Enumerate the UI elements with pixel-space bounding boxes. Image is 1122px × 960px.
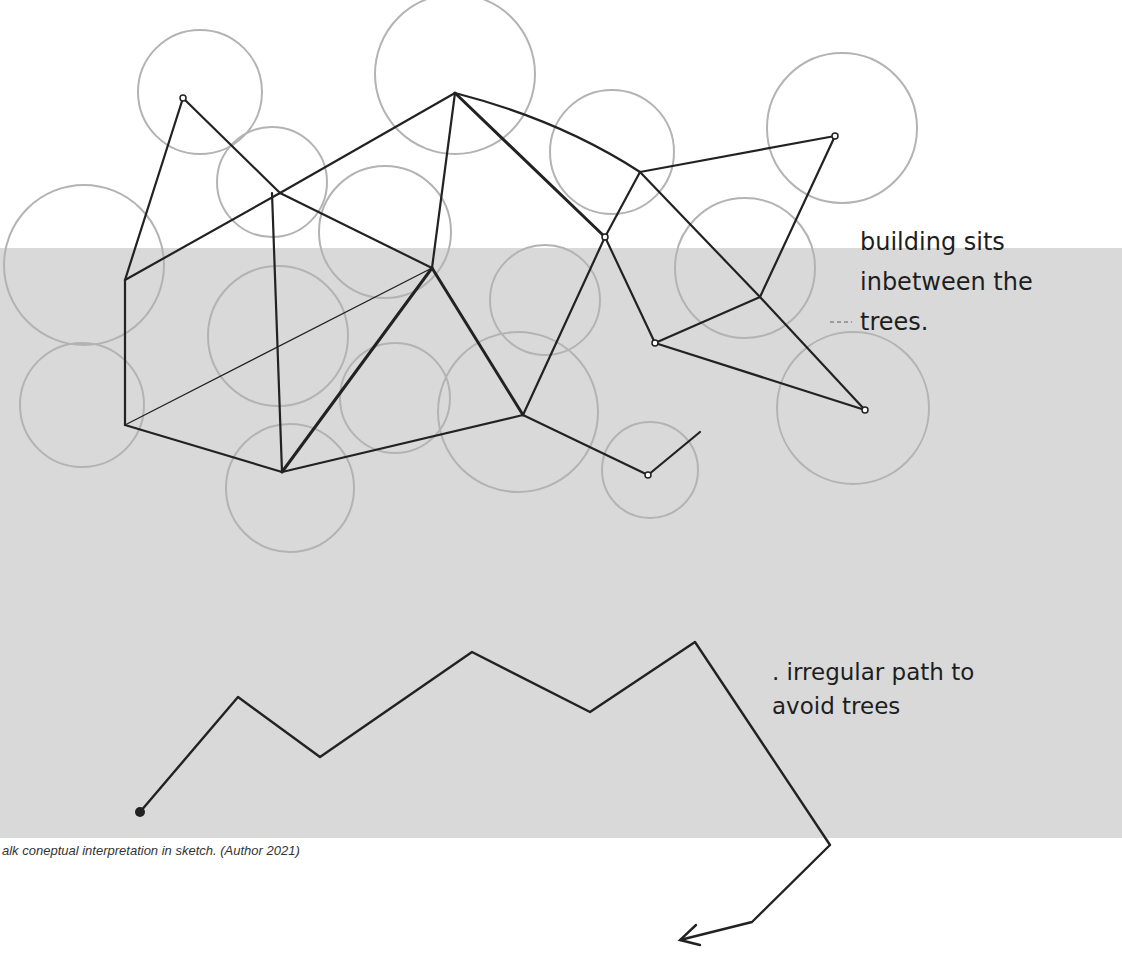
plan-line: [455, 93, 640, 172]
path-start-dot: [135, 807, 145, 817]
plan-line: [760, 136, 835, 297]
plan-line: [640, 172, 760, 297]
plan-line: [605, 172, 640, 237]
figure-caption: alk coneptual interpretation in sketch. …: [2, 843, 300, 858]
tree-circle: [226, 424, 354, 552]
plan-line: [648, 432, 700, 475]
plan-line: [272, 193, 282, 472]
plan-line: [282, 415, 523, 472]
plan-vertex: [832, 133, 838, 139]
plan-vertex: [862, 407, 868, 413]
tree-circle: [319, 166, 451, 298]
plan-vertex: [180, 95, 186, 101]
plan-line: [125, 268, 432, 425]
grey-band: [0, 248, 1122, 838]
plan-line: [523, 237, 605, 415]
plan-line: [125, 425, 282, 472]
plan-line: [183, 98, 280, 193]
leader-line: [830, 321, 852, 323]
plan-line: [125, 193, 280, 280]
plan-line: [455, 93, 605, 237]
tree-circle: [602, 422, 698, 518]
sketch-note: . irregular path to avoid trees: [772, 655, 1007, 723]
plan-vertex: [645, 472, 651, 478]
tree-circle: [438, 332, 598, 492]
tree-circle: [767, 53, 917, 203]
plan-line: [605, 237, 655, 343]
plan-line: [124, 280, 126, 425]
tree-circle: [675, 198, 815, 338]
plan-vertex: [602, 234, 608, 240]
plan-line: [432, 93, 455, 268]
plan-line: [655, 297, 760, 343]
plan-line: [280, 193, 432, 268]
plan-line: [432, 268, 523, 415]
tree-circle: [375, 0, 535, 154]
tree-circle: [550, 90, 674, 214]
path-zigzag: [140, 642, 830, 940]
sketch-note: building sits inbetween the trees.: [860, 222, 1040, 342]
plan-line: [655, 343, 865, 410]
tree-circle: [4, 185, 164, 345]
tree-circle: [777, 332, 929, 484]
plan-line: [640, 136, 835, 172]
tree-circle: [490, 245, 600, 355]
plan-vertex: [652, 340, 658, 346]
path-arrowhead: [680, 925, 700, 945]
plan-line: [280, 93, 455, 193]
plan-line: [523, 415, 648, 475]
